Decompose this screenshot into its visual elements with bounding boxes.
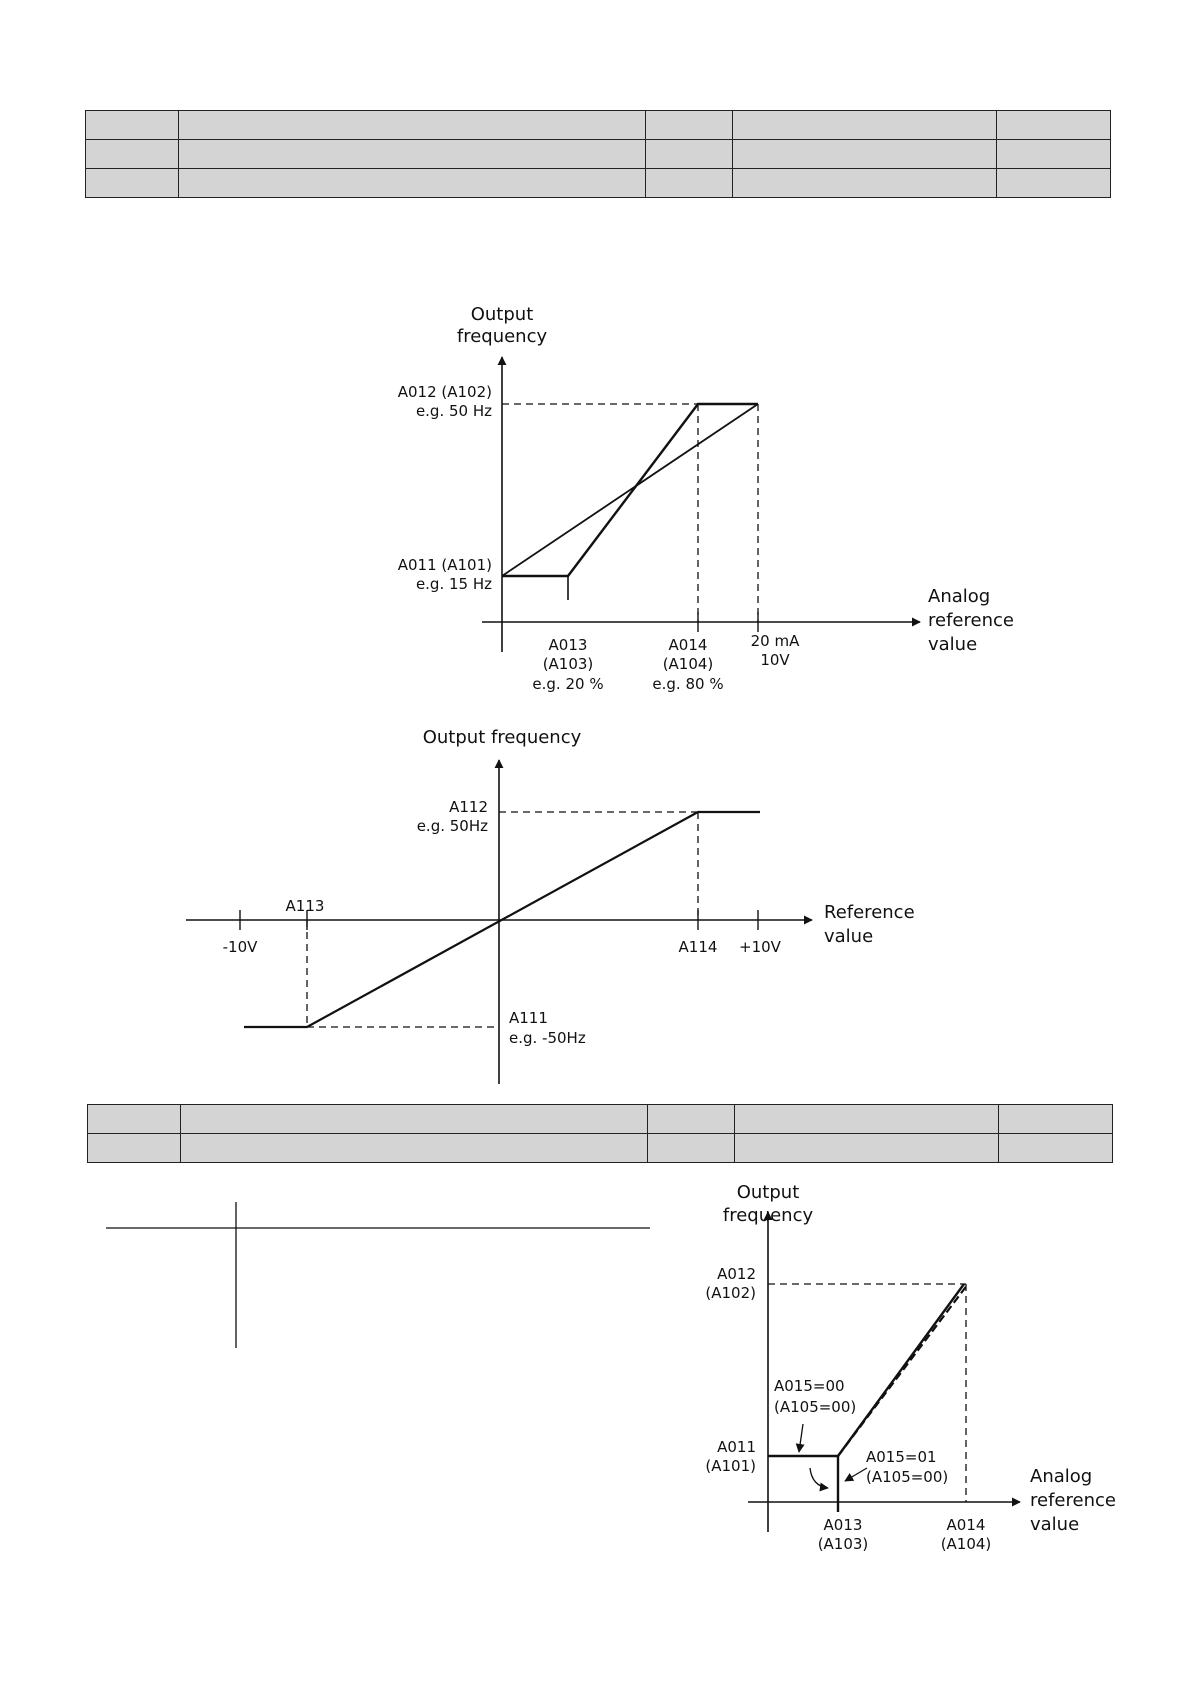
end-ref-label: A014 [947,1516,986,1534]
adjusted-characteristic-line [502,402,758,578]
start-ref-label: (A103) [818,1535,869,1553]
end-ref-label: (A104) [663,655,714,673]
x-axis-label: value [1030,1514,1079,1535]
min-freq-example: e.g. -50Hz [509,1029,586,1047]
mode-01-label: (A105=00) [866,1468,948,1486]
min-freq-label: A011 (A101) [398,556,492,574]
end-ref-label: (A104) [941,1535,992,1553]
full-scale-label: 10V [760,651,790,669]
max-freq-label: A112 [449,798,488,816]
max-freq-label: A012 (A102) [398,383,492,401]
mode-00-label: (A105=00) [774,1398,856,1416]
default-characteristic-line [501,403,759,577]
mode-01-pointer [844,1467,868,1482]
y-axis-label: Output [471,304,534,325]
x-axis-label: Analog [928,586,990,607]
max-freq-label: A012 [717,1265,756,1283]
y-axis-label: frequency [457,326,548,347]
y-axis-label: frequency [723,1205,814,1226]
start-ref-example: e.g. 20 % [532,675,603,693]
min-freq-example: e.g. 15 Hz [416,575,492,593]
start-ref-label: (A103) [543,655,594,673]
y-axis-label: Output frequency [423,727,582,748]
start-ref-label: A013 [549,636,588,654]
x-axis-label: reference [928,610,1014,631]
y-axis-label: Output [737,1182,800,1203]
mode-01-label: A015=01 [866,1448,937,1466]
max-freq-label: (A102) [705,1284,756,1302]
end-ref-label: A114 [679,938,718,956]
table-row [85,168,1111,198]
x-axis-label: Reference [824,902,915,923]
x-axis-label: value [928,634,977,655]
parameter-table-middle [87,1104,1113,1163]
parameter-table-top [85,110,1111,198]
end-ref-label: A014 [669,636,708,654]
x-axis-label: Analog [1030,1466,1092,1487]
empty-parameter-grid [106,1202,650,1348]
transition-curved-arrow [809,1467,829,1492]
min-freq-label: (A101) [705,1457,756,1475]
x-axis-label: reference [1030,1490,1116,1511]
start-ref-label: A013 [824,1516,863,1534]
diagram-analog-input-range: Output frequency A012 (A102) e.g. 50 Hz … [398,304,1014,693]
start-ref-label: A113 [286,897,325,915]
diagram-bipolar-input-range: Output frequency A112 e.g. 50Hz A111 e.g… [186,727,915,1084]
characteristic-line [244,810,760,1029]
table-row [87,1133,1113,1163]
full-scale-label: 20 mA [751,632,800,650]
pos-limit-label: +10V [739,938,782,956]
max-freq-example: e.g. 50Hz [417,817,488,835]
diagram-start-mode: Output frequency A012 (A102) A011 (A101)… [705,1182,1116,1553]
min-freq-label: A011 [717,1438,756,1456]
table-row [85,139,1111,169]
mode-00-pointer [795,1423,805,1453]
table-row [87,1104,1113,1134]
x-axis-label: value [824,926,873,947]
mode-00-label: A015=00 [774,1377,845,1395]
end-ref-example: e.g. 80 % [652,675,723,693]
neg-limit-label: -10V [223,938,258,956]
mode-00-line [768,1283,965,1458]
min-freq-label: A111 [509,1009,548,1027]
max-freq-example: e.g. 50 Hz [416,402,492,420]
